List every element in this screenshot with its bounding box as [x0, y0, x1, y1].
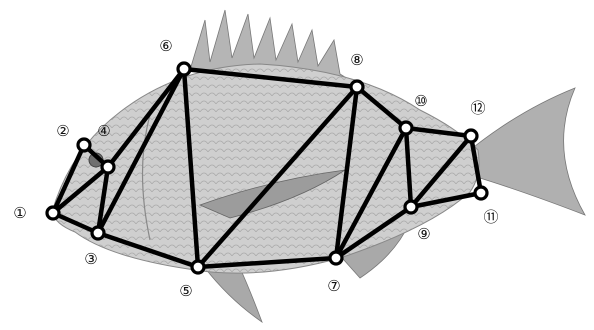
landmark-node-8: [351, 81, 363, 93]
landmark-label-4: ④: [97, 122, 110, 140]
landmark-node-1: [47, 207, 59, 219]
landmark-node-9: [405, 201, 417, 213]
landmark-node-2: [78, 139, 90, 151]
landmark-label-9: ⑨: [417, 225, 430, 243]
landmark-node-4: [102, 161, 114, 173]
landmark-node-12: [465, 130, 477, 142]
landmark-node-11: [475, 187, 487, 199]
landmark-node-7: [330, 252, 342, 264]
landmark-node-5: [192, 261, 204, 273]
landmark-label-10: ⑩: [414, 92, 427, 110]
landmark-node-6: [178, 63, 190, 75]
landmark-label-11: ⑪: [483, 208, 498, 226]
landmark-label-7: ⑦: [327, 277, 340, 295]
landmark-node-10: [400, 122, 412, 134]
landmark-label-6: ⑥: [159, 37, 172, 55]
pelvic-fin: [205, 268, 262, 322]
landmark-label-5: ⑤: [179, 282, 192, 300]
landmark-node-3: [92, 227, 104, 239]
landmark-label-2: ②: [56, 122, 69, 140]
landmark-label-12: ⑫: [470, 99, 485, 117]
landmark-label-1: ①: [13, 204, 26, 222]
landmark-label-8: ⑧: [350, 51, 363, 69]
landmark-label-3: ③: [84, 250, 97, 268]
